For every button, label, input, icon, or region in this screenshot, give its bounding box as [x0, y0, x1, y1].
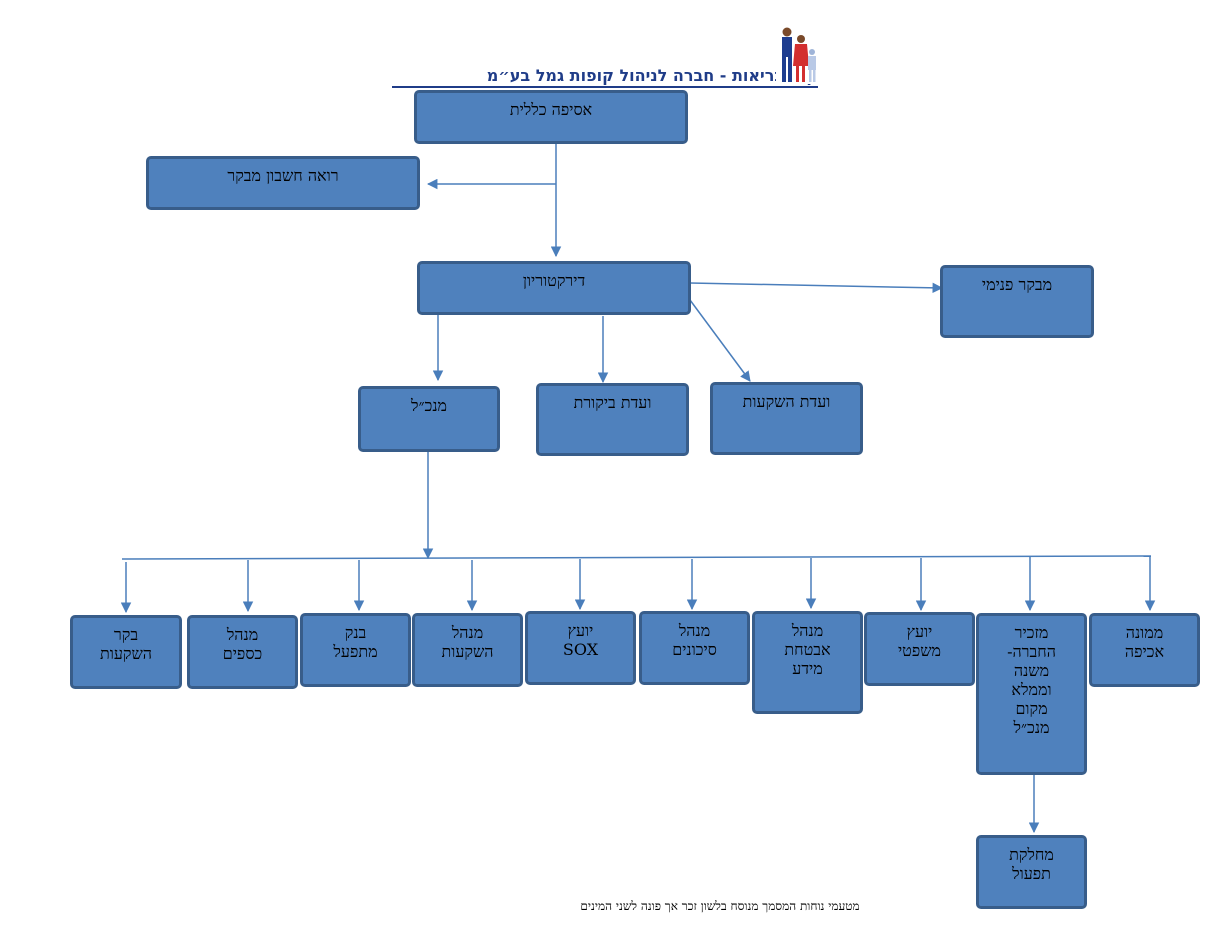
footnote: מטעמי נוחות המסמך מנוסח בלשון זכר אך פונ… — [580, 899, 860, 913]
box-label: יועץ משפטי — [897, 622, 942, 660]
box-label: מבקר פנימי — [981, 275, 1053, 294]
box-label: מנהל אבטחת מידע — [784, 621, 831, 678]
box-risk-manager: מנהל סיכונים — [639, 611, 750, 685]
box-label: מנכ״ל — [410, 396, 448, 415]
connector-board-to-investment-committee — [689, 299, 751, 382]
box-audit-committee: ועדת ביקורת — [536, 383, 689, 456]
box-label: מנהל כספים — [222, 625, 263, 663]
box-label: ועדת ביקורת — [573, 393, 652, 412]
box-label: מזכיר החברה- משנה וממלא מקום מנכ״ל — [1007, 623, 1056, 737]
box-label: דירקטוריון — [522, 271, 586, 290]
box-label: יועץ SOX — [562, 621, 599, 659]
box-sox-advisor: יועץ SOX — [525, 611, 636, 685]
box-label: מנהל השקעות — [441, 623, 494, 661]
box-operating-bank: בנק מתפעל — [300, 613, 411, 687]
box-board-of-directors: דירקטוריון — [417, 261, 691, 315]
box-external-auditor: רואה חשבון מבקר — [146, 156, 420, 210]
box-internal-auditor: מבקר פנימי — [940, 265, 1094, 338]
box-investment-manager: מנהל השקעות — [412, 613, 523, 687]
box-label: מחלקת תפעול — [1009, 845, 1054, 883]
family-figures-icon — [776, 26, 820, 84]
box-infosec-manager: מנהל אבטחת מידע — [752, 611, 863, 714]
box-label: אסיפה כללית — [509, 100, 593, 119]
box-investment-controller: בקר השקעות — [70, 615, 182, 689]
box-company-secretary: מזכיר החברה- משנה וממלא מקום מנכ״ל — [976, 613, 1087, 775]
connector-board-to-internal-auditor — [689, 282, 944, 294]
box-finance-manager: מנהל כספים — [187, 615, 298, 689]
box-operations-department: מחלקת תפעול — [976, 835, 1087, 909]
page-title: קו הבריאות - חברה לניהול קופות גמל בע״מ — [392, 66, 818, 88]
box-ceo: מנכ״ל — [358, 386, 500, 452]
box-investment-committee: ועדת השקעות — [710, 382, 863, 455]
box-general-assembly: אסיפה כללית — [414, 90, 688, 144]
box-label: ממונה אכיפה — [1124, 623, 1165, 661]
box-label: ועדת השקעות — [742, 392, 831, 411]
box-label: בקר השקעות — [100, 625, 152, 663]
box-label: מנהל סיכונים — [672, 621, 717, 659]
connector-bus — [121, 555, 1152, 560]
box-enforcement-officer: ממונה אכיפה — [1089, 613, 1200, 687]
box-label: רואה חשבון מבקר — [227, 166, 339, 185]
box-legal-advisor: יועץ משפטי — [864, 612, 975, 686]
box-label: בנק מתפעל — [333, 623, 378, 661]
